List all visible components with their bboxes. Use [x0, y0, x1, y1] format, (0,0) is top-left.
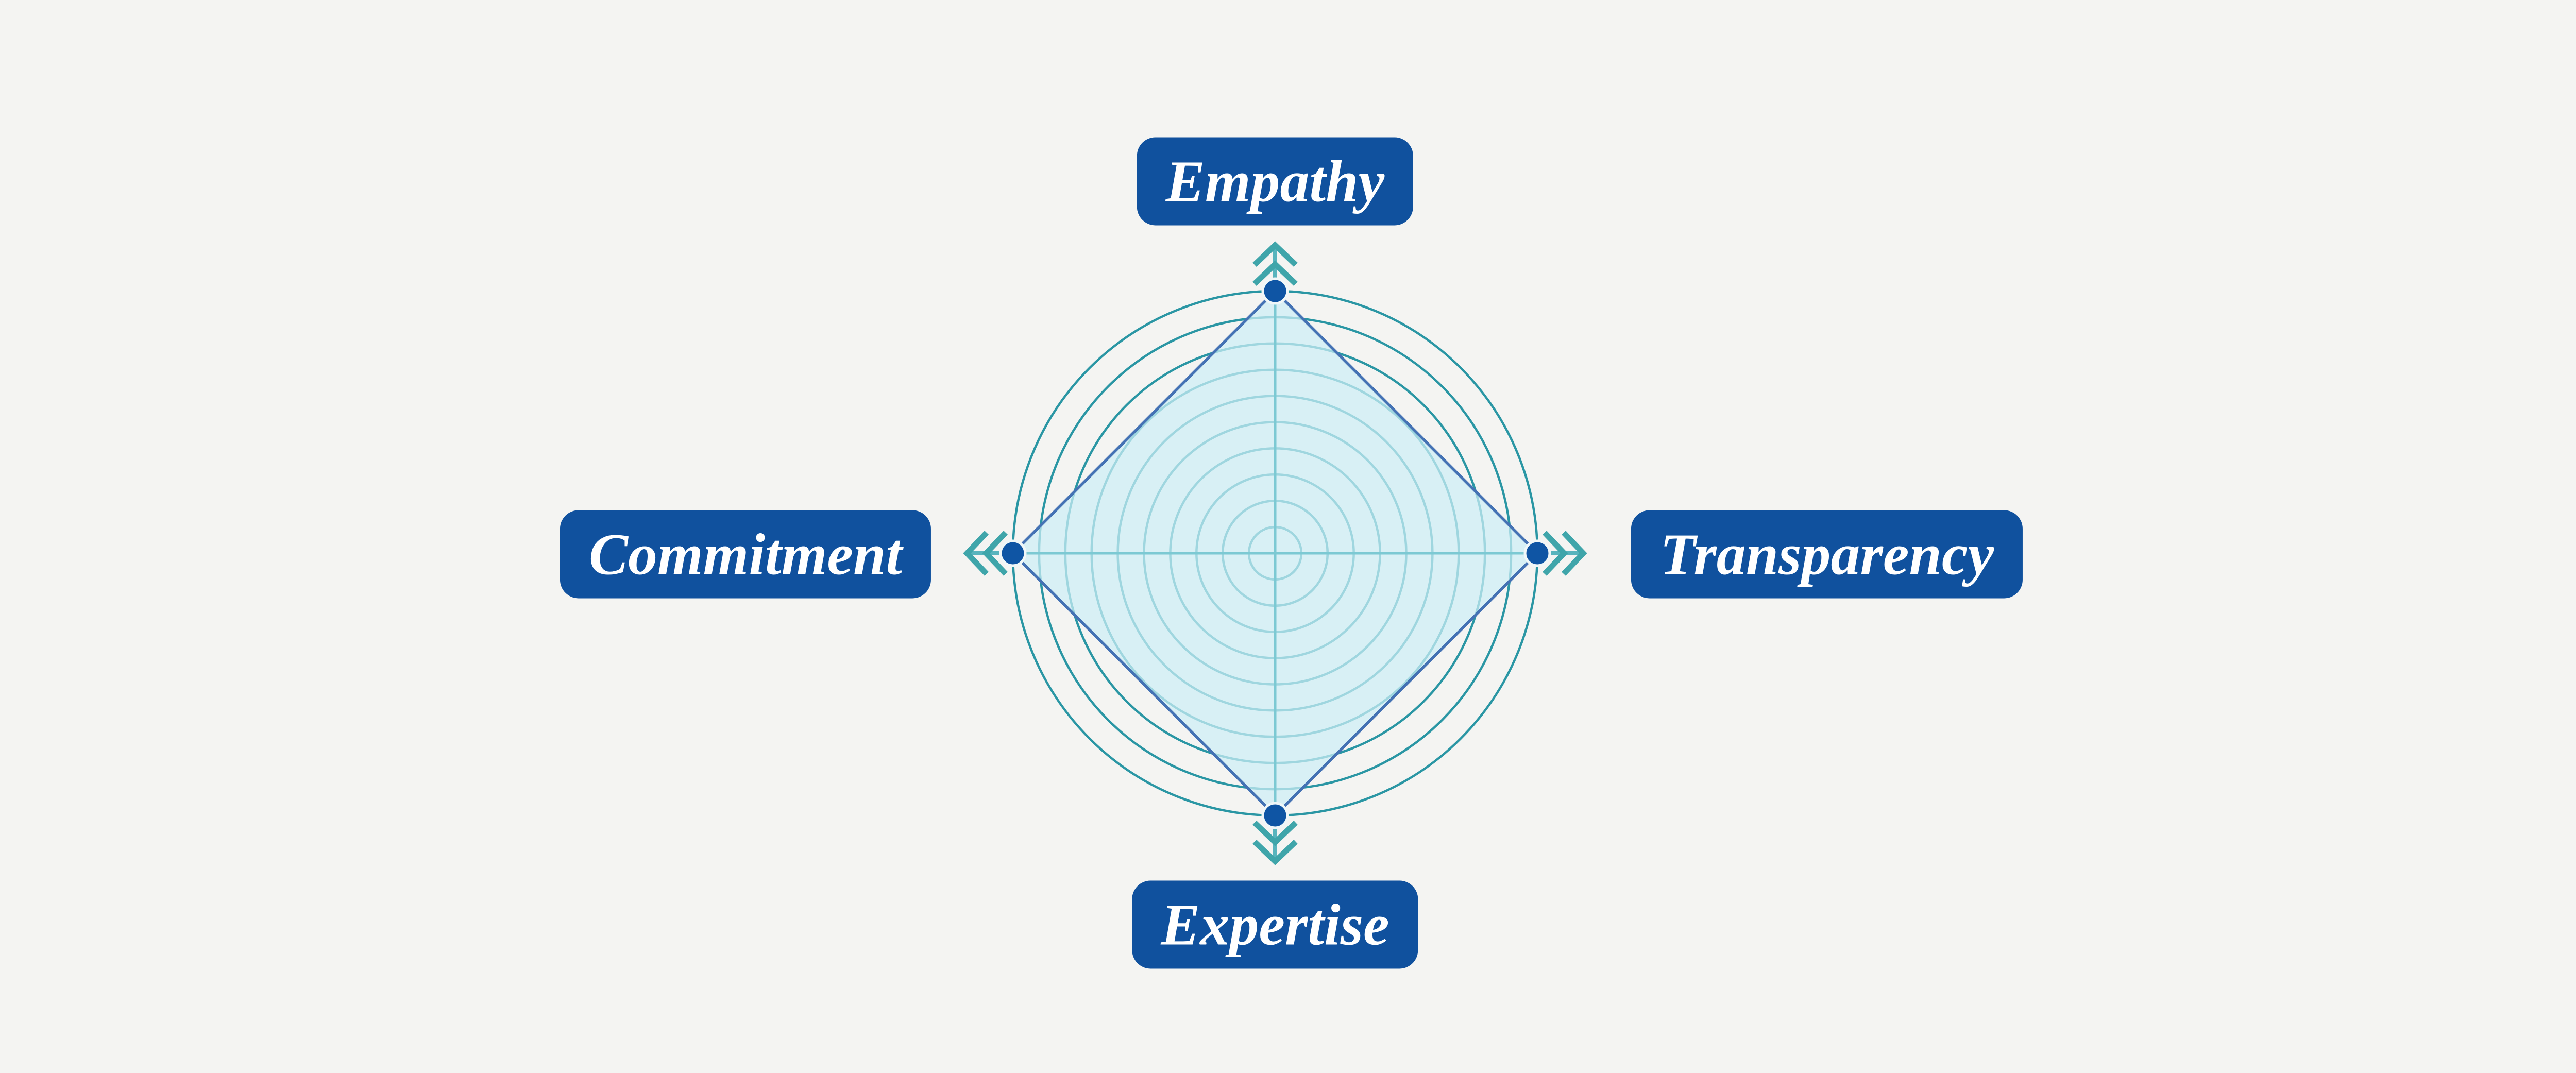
axis-label-transparency: Transparency — [1631, 510, 2023, 599]
chevron — [963, 531, 989, 576]
chevron — [1543, 531, 1568, 576]
axis-label-empathy: Empathy — [1137, 137, 1414, 226]
chevron — [982, 531, 1008, 576]
arrow-down-icon — [1252, 821, 1298, 865]
chevron — [1252, 241, 1298, 267]
radar-axis-lines — [1013, 291, 1537, 815]
axis-label-expertise: Expertise — [1132, 880, 1418, 969]
chevron — [1252, 840, 1298, 865]
vertex-dot — [999, 539, 1027, 567]
vertex-dot — [1261, 802, 1289, 829]
radar-vertex-dots — [999, 277, 1551, 829]
chevron — [1252, 260, 1298, 286]
vertex-dot — [1523, 539, 1551, 567]
arrow-right-icon — [1543, 531, 1587, 576]
arrow-up-icon — [1252, 241, 1298, 286]
arrow-left-icon — [963, 531, 1008, 576]
axis-label-commitment: Commitment — [560, 510, 931, 599]
chevron — [1562, 531, 1587, 576]
chevron — [1252, 821, 1298, 846]
vertex-dot — [1261, 277, 1289, 305]
